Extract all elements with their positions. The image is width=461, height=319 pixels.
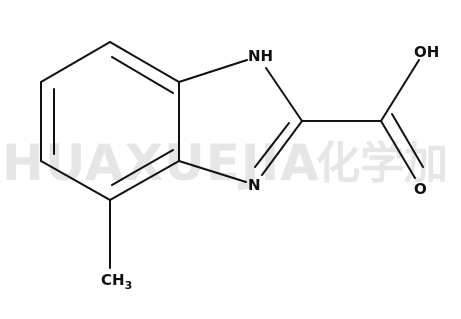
watermark: HUAXUEJIA ® 化学加 [2, 134, 448, 192]
watermark-cjk: 化学加 [316, 138, 448, 189]
bond-c5-c4 [40, 160, 111, 201]
atom-labels: NH N OH O CH3 [101, 43, 439, 292]
watermark-latin: HUAXUEJIA [2, 134, 320, 192]
methyl-subscript: 3 [125, 279, 133, 292]
atom-label-oh: OH [414, 43, 439, 61]
bond-cacid-oh [380, 59, 420, 122]
bond-layer [40, 41, 424, 269]
bond-c4-c3a [109, 160, 180, 201]
bond-c2-n3-inner [254, 122, 290, 168]
watermark-registered-mark: ® [291, 142, 301, 153]
bond-n3-c3a [178, 160, 247, 183]
bond-c4-c3a-inner [111, 149, 174, 186]
bond-c7a-c7 [109, 41, 180, 83]
bond-cacid-o [380, 120, 416, 179]
bond-c7-c6 [40, 41, 111, 83]
atom-label-o: O [414, 180, 427, 198]
bond-c7a-c7-inner [111, 56, 174, 94]
methyl-main-text: CH [101, 271, 125, 289]
bond-n1-c2 [265, 67, 303, 122]
bond-c2-n3 [261, 120, 303, 176]
bond-c7a-n1 [178, 59, 248, 83]
bond-cacid-o-inner [391, 113, 424, 168]
atom-label-methyl: CH3 [101, 271, 132, 292]
atom-label-n: N [248, 176, 261, 194]
atom-label-nh: NH [248, 47, 273, 65]
